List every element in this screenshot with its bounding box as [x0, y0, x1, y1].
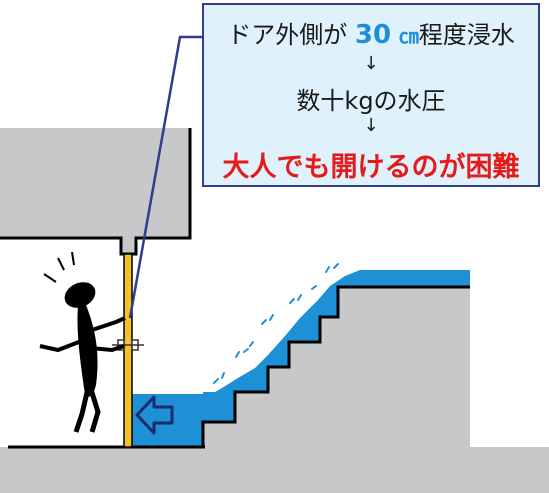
callout-leader-line	[128, 35, 202, 319]
door-panel	[123, 253, 133, 448]
down-arrow-icon: ↓	[363, 53, 379, 74]
ceiling-outline	[0, 128, 192, 256]
depth-value: 30	[354, 20, 392, 50]
callout-line-water-depth: ドア外側が 30 ㎝程度浸水	[204, 15, 538, 50]
stairs-outline	[132, 285, 470, 449]
callout-line-warning: 大人でも開けるのが困難	[222, 152, 520, 183]
ceiling-slab	[0, 128, 190, 254]
water-pressure-arrow-icon	[135, 395, 174, 435]
depth-suffix-text: 程度浸水	[418, 21, 515, 49]
down-arrow-icon-2: ↓	[363, 115, 379, 136]
callout-line-water-pressure: 数十kgの水圧	[296, 87, 446, 115]
flood-water	[132, 270, 470, 447]
raised-ground	[203, 287, 470, 447]
splash-marks	[213, 263, 339, 384]
depth-prefix-text: ドア外側が	[227, 21, 348, 49]
person-pushing-door-icon	[39, 251, 126, 433]
ground	[0, 447, 549, 493]
explanation-callout: ドア外側が 30 ㎝程度浸水 ↓ 数十kgの水圧 ↓ 大人でも開けるのが困難	[202, 3, 540, 187]
depth-unit: ㎝	[398, 24, 419, 48]
